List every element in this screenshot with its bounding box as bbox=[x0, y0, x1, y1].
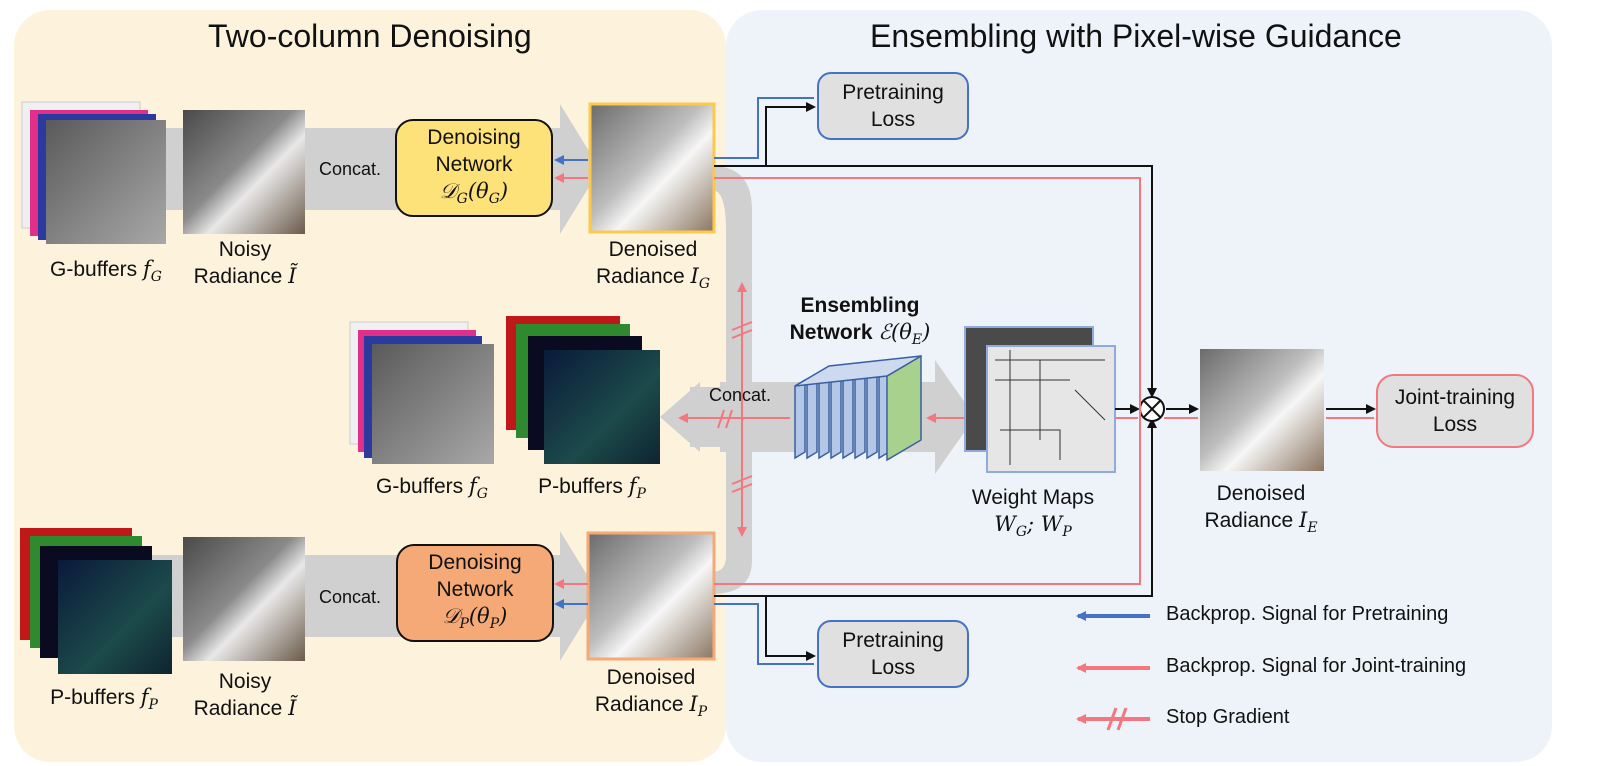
joint-backprop-lines bbox=[554, 173, 1374, 589]
pbuffers-stack-bottom bbox=[20, 528, 172, 674]
gbuffers-label-middle: G-buffers fG bbox=[376, 474, 488, 502]
joint-training-loss-box: Joint-training Loss bbox=[1376, 374, 1534, 448]
denoising-network-g: Denoising Network 𝒟G(θG) bbox=[395, 119, 553, 217]
concat-label-top: Concat. bbox=[318, 159, 382, 179]
denoised-ip-label: Denoised Radiance IP bbox=[594, 666, 708, 720]
pbuffers-label-middle: P-buffers fP bbox=[538, 474, 646, 502]
noisy-radiance-label-top: Noisy Radiance Ĩ bbox=[193, 238, 297, 288]
network-p-formula: 𝒟P(θP) bbox=[442, 603, 508, 632]
noisy-radiance-label-bottom: Noisy Radiance Ĩ bbox=[193, 670, 297, 720]
right-panel-title: Ensembling with Pixel-wise Guidance bbox=[870, 18, 1402, 54]
pbuffers-label-bottom: P-buffers fP bbox=[50, 685, 158, 713]
denoising-network-p: Denoising Network 𝒟P(θP) bbox=[396, 544, 554, 642]
stop-gradient-marks bbox=[717, 321, 753, 493]
denoised-ie-image bbox=[1200, 349, 1324, 471]
concat-label-bottom: Concat. bbox=[318, 587, 382, 607]
gbuffers-label-top: G-buffers fG bbox=[50, 257, 162, 285]
left-panel-title: Two-column Denoising bbox=[208, 18, 532, 54]
pretraining-loss-bottom: Pretraining Loss bbox=[817, 620, 969, 688]
denoised-ig-image bbox=[588, 102, 716, 234]
denoised-ig-label: Denoised Radiance IG bbox=[595, 238, 711, 292]
ensembling-network-label: Ensembling Network ℰ(θE) bbox=[789, 294, 931, 348]
multiply-node bbox=[1139, 396, 1165, 422]
weight-maps-label: Weight Maps WG; WP bbox=[971, 486, 1095, 540]
forward-arrows bbox=[714, 102, 1376, 661]
noisy-radiance-image-top bbox=[183, 110, 305, 234]
gbuffers-stack-middle bbox=[349, 321, 494, 464]
legend-stop-gradient: Stop Gradient bbox=[1166, 706, 1290, 728]
pbuffers-stack-middle bbox=[506, 316, 660, 464]
weight-maps-images bbox=[964, 326, 1116, 473]
denoised-ip-image bbox=[586, 531, 716, 661]
pretraining-loss-top: Pretraining Loss bbox=[817, 72, 969, 140]
concat-label-middle: Concat. bbox=[708, 385, 772, 405]
denoised-ie-label: Denoised Radiance IE bbox=[1204, 482, 1318, 536]
legend-lines bbox=[1076, 611, 1150, 731]
gbuffers-stack-top bbox=[21, 101, 166, 244]
ensemble-network-layers bbox=[794, 354, 922, 462]
network-g-formula: 𝒟G(θG) bbox=[439, 178, 509, 207]
pretraining-backprop-lines bbox=[554, 97, 814, 665]
legend-joint: Backprop. Signal for Joint-training bbox=[1166, 655, 1467, 677]
legend-pretraining: Backprop. Signal for Pretraining bbox=[1166, 603, 1449, 625]
noisy-radiance-image-bottom bbox=[183, 537, 305, 661]
